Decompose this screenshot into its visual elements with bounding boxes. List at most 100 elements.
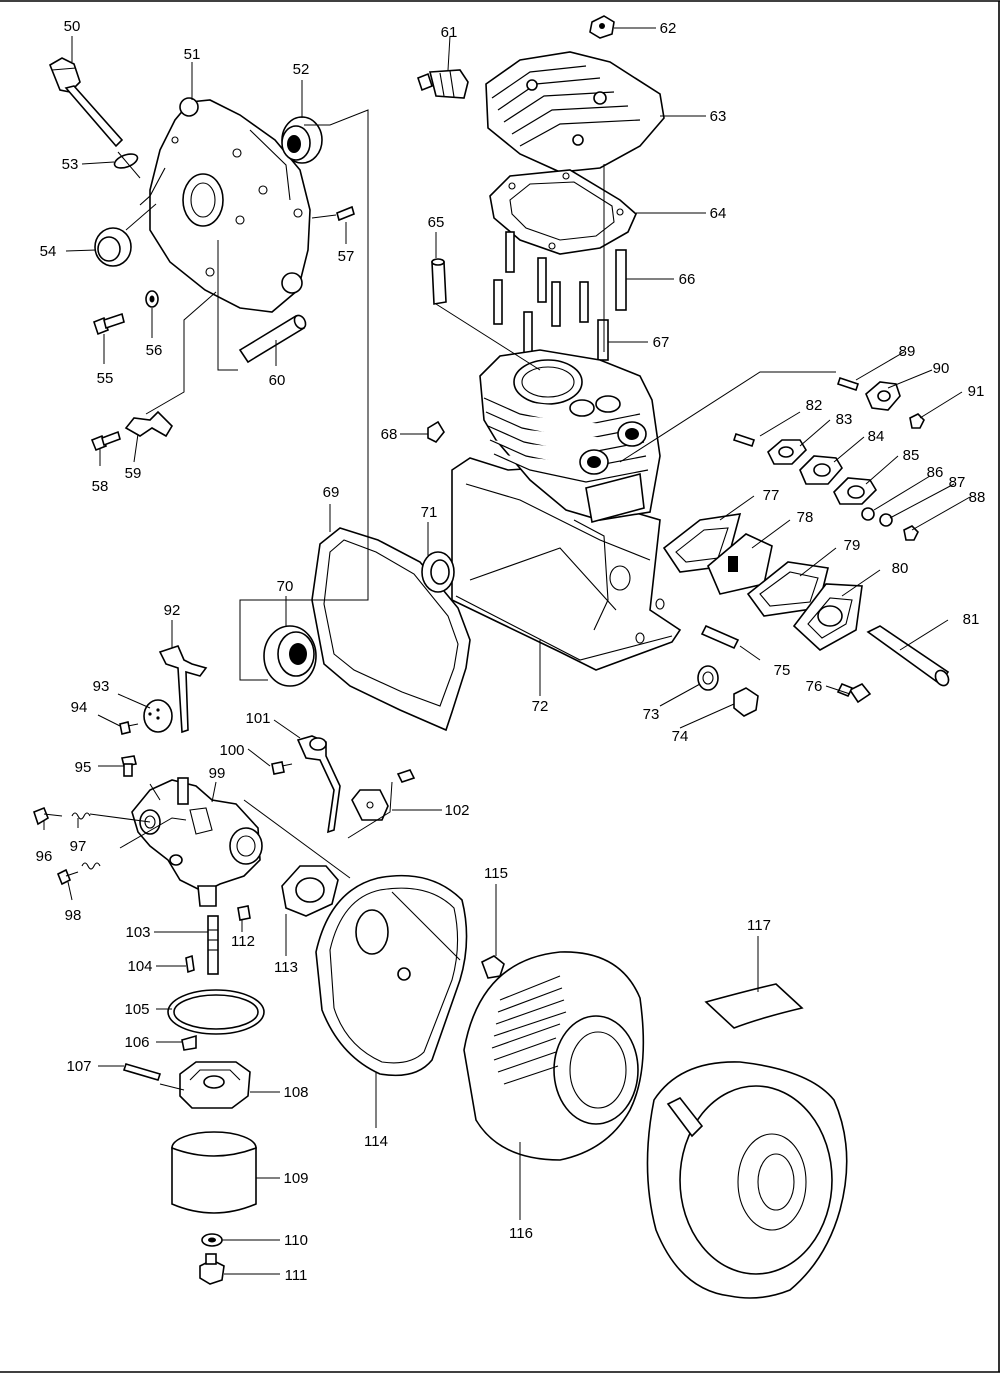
part-103-main-jet (207, 915, 219, 975)
callout-114: 114 (364, 1133, 388, 1150)
callout-93: 93 (93, 678, 110, 695)
part-92-choke-shaft (158, 645, 208, 734)
callout-59: 59 (125, 465, 142, 482)
part-70-bearing (263, 625, 317, 687)
callout-79: 79 (844, 537, 861, 554)
callout-72: 72 (532, 698, 549, 715)
callout-51: 51 (184, 46, 201, 63)
part-78-reed-plate (707, 533, 773, 595)
part-50-oil-gauge (49, 57, 124, 148)
part-60-pipe (238, 314, 307, 364)
callout-77: 77 (763, 487, 780, 504)
callout-54: 54 (40, 243, 57, 260)
callout-99: 99 (209, 765, 226, 782)
part-108-float (179, 1061, 251, 1109)
part-105-o-ring (167, 989, 265, 1035)
callout-66: 66 (679, 271, 696, 288)
part-51-crankcase-cover (139, 97, 311, 313)
part-111-bolt (199, 1253, 225, 1285)
callout-110: 110 (284, 1232, 308, 1249)
callout-76: 76 (806, 678, 823, 695)
part-66-stud (615, 249, 627, 311)
part-76-bolt (836, 682, 872, 704)
part-68-washer (427, 420, 445, 444)
callout-74: 74 (672, 728, 689, 745)
callout-88: 88 (969, 489, 986, 506)
callout-84: 84 (868, 428, 885, 445)
callout-111: 111 (285, 1267, 308, 1284)
callout-100: 100 (219, 742, 244, 759)
part-59-bracket (124, 410, 174, 438)
callout-62: 62 (660, 20, 677, 37)
part-82-stud (732, 432, 756, 448)
callout-106: 106 (124, 1034, 149, 1051)
callout-78: 78 (797, 509, 814, 526)
part-74-drain-bolt (733, 687, 759, 717)
callout-57: 57 (338, 248, 355, 265)
callout-91: 91 (968, 383, 985, 400)
callout-115: 115 (484, 865, 508, 882)
callout-102: 102 (444, 802, 469, 819)
callout-52: 52 (293, 61, 310, 78)
part-80-muffler-flange (792, 583, 863, 651)
callout-104: 104 (127, 958, 152, 975)
callout-90: 90 (933, 360, 950, 377)
callout-55: 55 (97, 370, 114, 387)
callout-97: 97 (70, 838, 87, 855)
part-98-screw-spring (56, 862, 101, 886)
part-109-float-bowl (171, 1131, 257, 1214)
part-99-carburetor (131, 777, 263, 907)
callout-labels: 50 51 52 53 54 55 56 57 58 59 60 61 62 6… (36, 18, 986, 1284)
part-62-nut (589, 15, 615, 39)
part-85-gasket (833, 477, 878, 505)
callout-82: 82 (806, 397, 823, 414)
part-102-throttle-plate (351, 769, 416, 821)
callout-73: 73 (643, 706, 660, 723)
air-cleaner-cover (646, 1061, 848, 1299)
callout-92: 92 (164, 602, 181, 619)
part-65-dowel (431, 258, 447, 305)
callout-101: 101 (245, 710, 270, 727)
callout-71: 71 (421, 504, 438, 521)
part-87-nut (879, 513, 893, 527)
callout-109: 109 (283, 1170, 308, 1187)
callout-63: 63 (710, 108, 727, 125)
part-89-stud (836, 376, 860, 392)
callout-98: 98 (65, 907, 82, 924)
callout-58: 58 (92, 478, 109, 495)
part-110-washer (201, 1233, 223, 1247)
part-71-oil-seal (421, 551, 455, 593)
part-101-throttle-lever (296, 735, 341, 834)
leader-lines (43, 27, 971, 1275)
callout-96: 96 (36, 848, 53, 865)
callout-80: 80 (892, 560, 909, 577)
callout-105: 105 (124, 1001, 149, 1018)
part-117-label (704, 983, 804, 1029)
part-81-pipe (866, 625, 950, 687)
part-75-stud (700, 624, 740, 650)
callout-60: 60 (269, 372, 286, 389)
part-90-gasket (865, 381, 901, 411)
part-94-screw (119, 721, 139, 735)
callout-112: 112 (231, 933, 255, 950)
part-83-gasket (767, 439, 808, 465)
callout-83: 83 (836, 411, 853, 428)
part-112-screw (237, 905, 251, 921)
part-115-bolt (480, 955, 505, 979)
part-104-needle (185, 954, 195, 974)
part-91-nut (909, 413, 925, 429)
callout-70: 70 (277, 578, 294, 595)
callout-95: 95 (75, 759, 92, 776)
part-57-pin (336, 205, 355, 222)
part-73-washer (697, 665, 719, 691)
callout-85: 85 (903, 447, 920, 464)
callout-50: 50 (64, 18, 81, 35)
part-96-screw (33, 806, 63, 826)
callout-94: 94 (71, 699, 88, 716)
callout-67: 67 (653, 334, 670, 351)
part-56-washer (145, 290, 159, 308)
callout-116: 116 (509, 1225, 533, 1242)
callout-103: 103 (125, 924, 150, 941)
callout-113: 113 (274, 959, 298, 976)
